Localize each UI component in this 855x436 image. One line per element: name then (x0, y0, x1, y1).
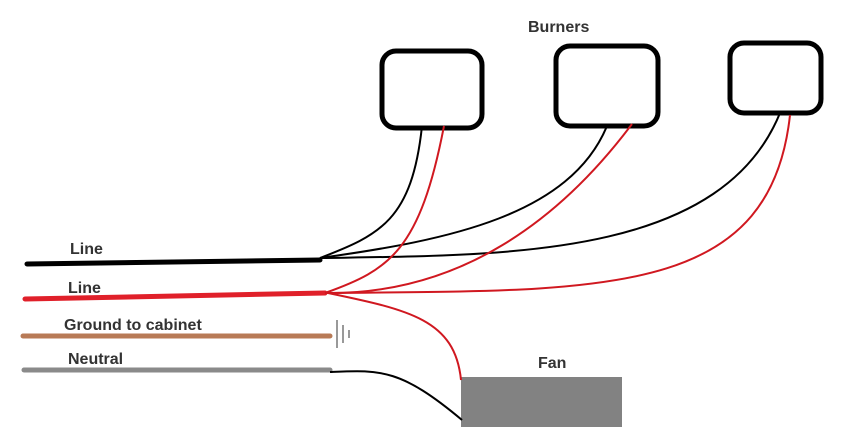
burner-3 (727, 40, 824, 116)
fan-red-wire (327, 292, 462, 381)
fan-box (461, 377, 622, 427)
burner-2 (553, 43, 661, 129)
line-red-label: Line (68, 280, 101, 297)
ground-symbol (336, 320, 350, 348)
ground-label: Ground to cabinet (64, 317, 202, 334)
burners-title: Burners (528, 19, 589, 36)
fan-label: Fan (538, 355, 566, 372)
black-branch-wires (319, 112, 781, 259)
red-branch-wires (324, 114, 791, 295)
line-black-label: Line (70, 241, 103, 258)
line-black-wire (24, 257, 323, 267)
fan-neutral-wire (329, 370, 463, 421)
burner-1 (379, 48, 485, 131)
neutral-label: Neutral (68, 351, 123, 368)
line-red-wire (22, 290, 328, 302)
